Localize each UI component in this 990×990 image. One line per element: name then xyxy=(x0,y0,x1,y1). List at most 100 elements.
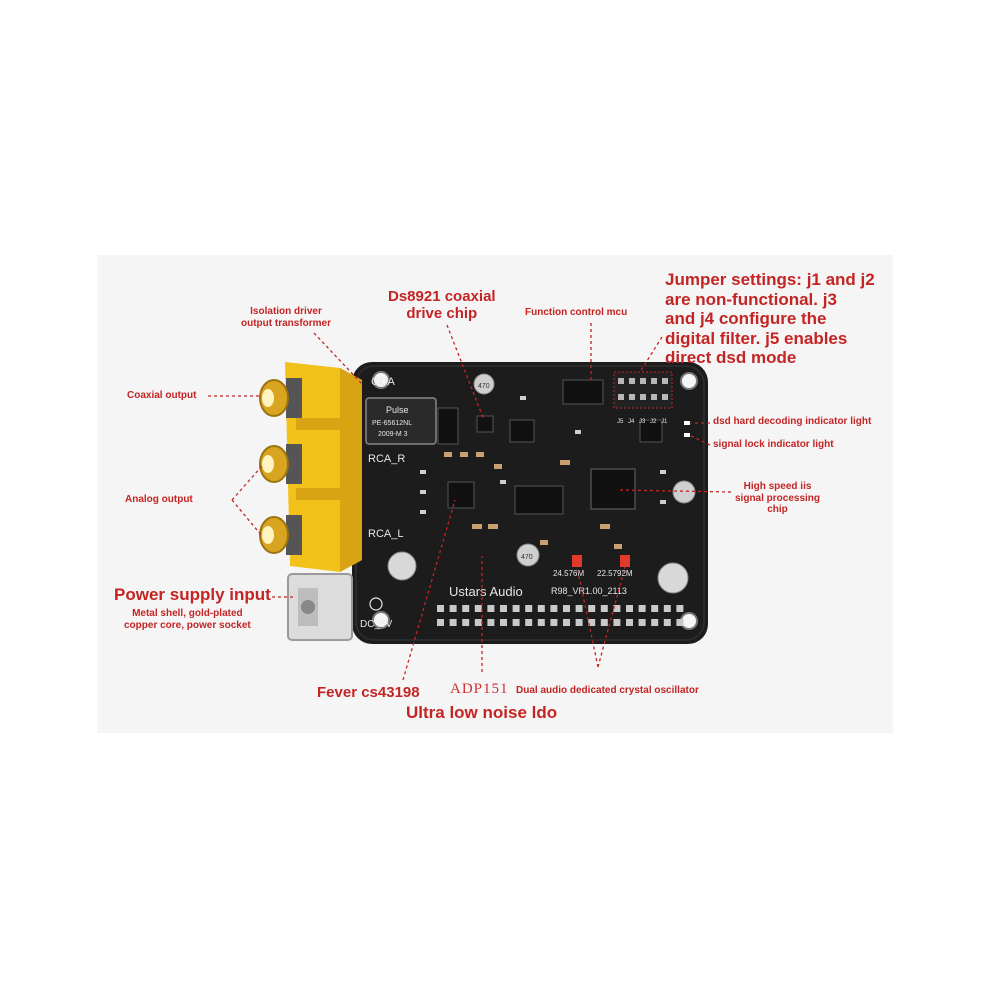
gpio-pin xyxy=(651,619,659,626)
label-power-input: Power supply input xyxy=(114,585,271,604)
capacitor xyxy=(387,551,417,581)
iis-chip xyxy=(590,468,636,510)
label-coaxial-output: Coaxial output xyxy=(127,390,197,401)
ds8921-chip xyxy=(476,415,494,433)
gpio-pin xyxy=(676,619,684,626)
mcu-chip xyxy=(562,379,604,405)
dc-power-socket xyxy=(287,573,353,641)
svg-text:J3: J3 xyxy=(639,419,646,425)
gpio-pin xyxy=(600,619,608,626)
gpio-pin xyxy=(563,605,570,612)
dsd-led xyxy=(684,421,690,425)
gpio-pin xyxy=(638,619,646,626)
label-function-mcu: Function control mcu xyxy=(525,307,628,318)
label-iis-chip: High speed iis signal processing chip xyxy=(735,481,821,515)
gpio-pin xyxy=(588,605,596,612)
gpio-pin xyxy=(487,619,495,626)
svg-text:470: 470 xyxy=(478,383,490,390)
silk-version: R98_VR1.00_2113 xyxy=(551,586,627,596)
jumper-header: J5 J4 J3 J2 J1 xyxy=(613,371,673,425)
silk-rca-l: RCA_L xyxy=(368,528,403,540)
gpio-pin xyxy=(550,619,558,626)
label-ldo: Ultra low noise ldo xyxy=(406,703,558,722)
capacitor xyxy=(657,562,689,594)
label-isolation-transformer: Isolation driver output transformer xyxy=(241,306,331,329)
crystal-oscillator-2 xyxy=(620,555,630,567)
gpio-pin xyxy=(537,605,545,612)
gpio-pin xyxy=(626,605,633,612)
svg-text:J2: J2 xyxy=(650,419,657,425)
gpio-pin xyxy=(512,605,520,612)
lock-led xyxy=(684,433,690,437)
mounting-hole xyxy=(372,371,390,389)
silk-coa: COA xyxy=(371,376,396,388)
crystal-oscillator-1 xyxy=(572,555,582,567)
mounting-hole xyxy=(680,372,698,390)
gpio-pin xyxy=(462,605,470,612)
gpio-pin xyxy=(525,619,533,626)
gpio-pin xyxy=(651,605,659,612)
gpio-pin xyxy=(663,605,671,612)
label-adp151: ADP151 xyxy=(450,681,509,697)
rca-jack-right xyxy=(259,444,302,484)
gpio-pin xyxy=(638,605,646,612)
label-dsd-indicator: dsd hard decoding indicator light xyxy=(713,416,872,427)
gpio-pin xyxy=(462,619,470,626)
label-power-socket: Metal shell, gold-plated copper core, po… xyxy=(124,608,251,631)
capacitor: 470 xyxy=(516,543,540,567)
label-lock-indicator: signal lock indicator light xyxy=(713,439,834,450)
gpio-pin xyxy=(663,619,671,626)
gpio-pin xyxy=(500,619,507,626)
gpio-pin xyxy=(613,605,621,612)
silk-dc: DC_5V xyxy=(360,619,393,630)
silk-rca-r: RCA_R xyxy=(368,453,405,465)
rca-jack-coaxial xyxy=(259,378,302,418)
gpio-pin xyxy=(676,605,684,612)
adp151-chip xyxy=(514,485,564,515)
leader-lines xyxy=(208,323,732,681)
gpio-pin xyxy=(575,619,583,626)
label-ds8921: Ds8921 coaxial drive chip xyxy=(388,288,496,323)
gpio-pin xyxy=(588,619,596,626)
rca-housings xyxy=(285,362,362,572)
label-analog-output: Analog output xyxy=(125,494,193,505)
svg-text:J5: J5 xyxy=(617,419,624,425)
svg-text:2009-M 3: 2009-M 3 xyxy=(378,431,408,438)
gpio-pin xyxy=(600,605,608,612)
silk-freq1: 24.576M xyxy=(553,569,584,578)
svg-text:470: 470 xyxy=(521,554,533,561)
svg-text:Pulse: Pulse xyxy=(386,405,409,415)
mounting-hole xyxy=(372,611,390,629)
cs43198-chip xyxy=(447,481,475,509)
gpio-pin xyxy=(537,619,545,626)
gpio-pin xyxy=(449,619,457,626)
gpio-pin xyxy=(474,619,482,626)
gpio-pin xyxy=(449,605,457,612)
gpio-pin xyxy=(563,619,570,626)
gpio-pin xyxy=(512,619,520,626)
gpio-pin xyxy=(626,619,633,626)
rca-jack-left xyxy=(259,515,302,555)
gpio-pin xyxy=(487,605,495,612)
svg-text:PE-65612NL: PE-65612NL xyxy=(372,420,412,427)
gpio-pin xyxy=(613,619,621,626)
capacitor: 470 xyxy=(473,373,495,395)
gpio-pin xyxy=(474,605,482,612)
label-jumper-settings: Jumper settings: j1 and j2 are non-funct… xyxy=(665,270,875,368)
gpio-pin xyxy=(500,605,507,612)
label-crystal: Dual audio dedicated crystal oscillator xyxy=(516,685,699,696)
gpio-pin xyxy=(437,619,444,626)
gpio-pin xyxy=(437,605,444,612)
label-cs43198: Fever cs43198 xyxy=(317,684,420,701)
silk-freq2: 22.5792M xyxy=(597,569,633,578)
capacitor xyxy=(672,480,696,504)
svg-text:J4: J4 xyxy=(628,419,635,425)
pulse-transformer: Pulse PE-65612NL 2009-M 3 xyxy=(365,397,437,445)
svg-text:J1: J1 xyxy=(661,419,668,425)
gpio-pin xyxy=(550,605,558,612)
gpio-pin xyxy=(575,605,583,612)
gpio-header xyxy=(437,605,684,626)
gpio-pin xyxy=(525,605,533,612)
silk-brand: Ustars Audio xyxy=(449,584,523,599)
